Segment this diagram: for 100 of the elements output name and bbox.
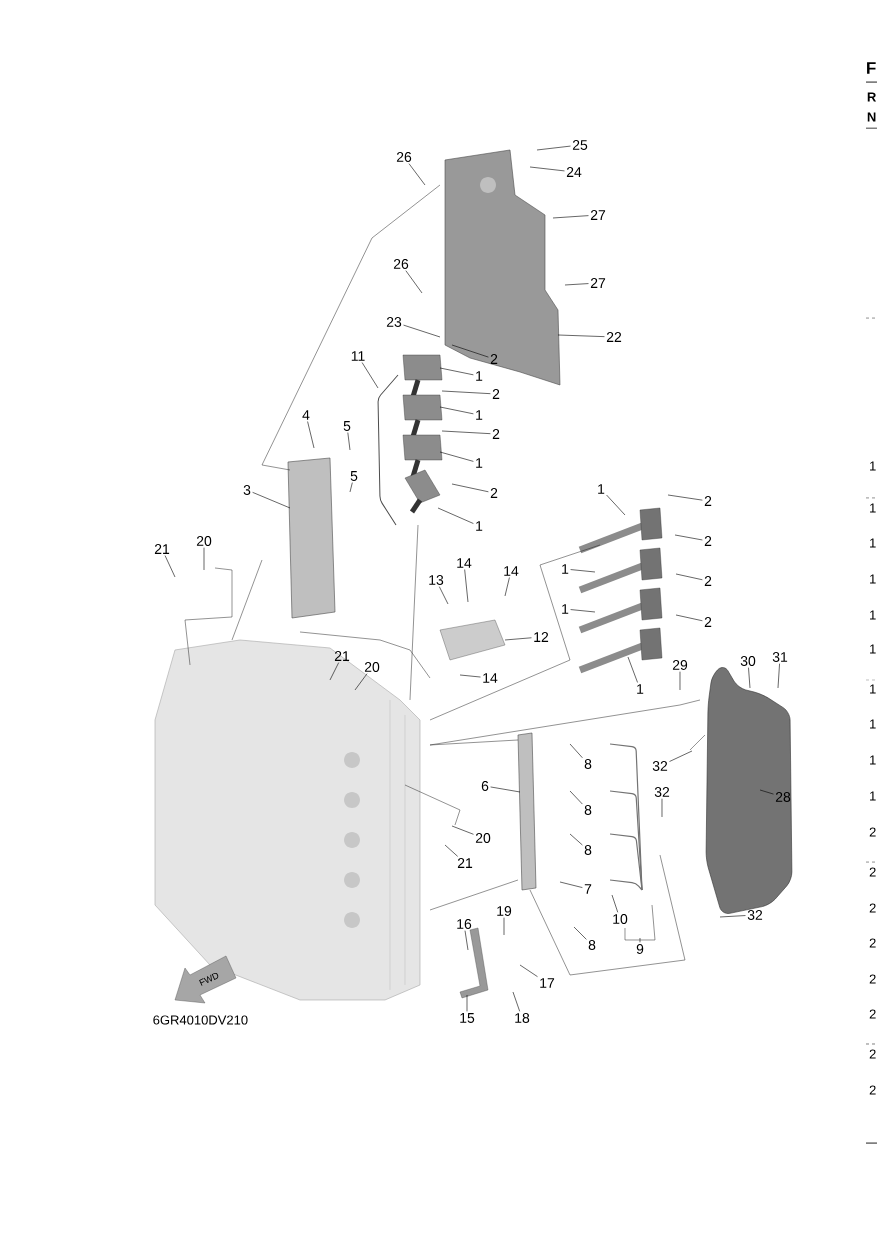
leader-line <box>408 163 426 186</box>
leader-line <box>441 430 491 434</box>
leader-line <box>403 324 441 338</box>
leader-line <box>569 790 583 805</box>
table-heading: R <box>867 92 877 102</box>
table-heading: F <box>867 62 876 74</box>
table-cell: 1 <box>870 610 876 620</box>
leader-line <box>439 586 449 605</box>
leader-line <box>405 270 423 294</box>
callout-number: 5 <box>343 421 351 431</box>
leader-line <box>748 667 751 689</box>
leader-line <box>759 789 774 795</box>
callout-number: 8 <box>584 805 592 815</box>
leader-line <box>349 482 353 493</box>
leader-line <box>627 656 638 683</box>
leader-line <box>441 390 491 394</box>
callout-number: 2 <box>704 496 712 506</box>
callout-number: 8 <box>584 759 592 769</box>
callout-number: 27 <box>590 278 606 288</box>
callout-number: 1 <box>637 684 644 694</box>
callout-number: 18 <box>515 1013 530 1023</box>
callout-number: 25 <box>572 140 588 150</box>
callout-number: 32 <box>747 910 763 920</box>
table-cell: 1 <box>870 503 876 513</box>
leader-line <box>466 994 468 1012</box>
callout-number: 1 <box>476 371 483 381</box>
leader-line <box>557 334 605 337</box>
callout-number: 10 <box>613 914 628 924</box>
leader-line <box>439 451 474 462</box>
leader-line <box>570 569 596 573</box>
callout-number: 2 <box>490 488 498 498</box>
callout-number: 12 <box>534 632 549 642</box>
leader-line <box>559 881 583 888</box>
callout-number: 14 <box>483 673 498 683</box>
leader-line <box>639 937 641 943</box>
callout-number: 24 <box>566 167 582 177</box>
leader-line <box>552 215 589 219</box>
leader-line <box>459 674 481 678</box>
leader-line <box>437 507 474 524</box>
leader-line <box>329 662 339 681</box>
table-cell: 2 <box>869 938 876 948</box>
callout-number: 3 <box>243 485 251 495</box>
callout-number: 4 <box>302 410 310 420</box>
leader-line <box>451 483 489 493</box>
table-cell: 1 <box>870 538 876 548</box>
table-cell: 1 <box>870 461 876 471</box>
callout-number: 2 <box>490 354 498 364</box>
callout-number: 21 <box>334 651 350 661</box>
table-cell: 1 <box>870 684 876 694</box>
leader-line <box>490 786 521 793</box>
callout-number: 23 <box>386 317 402 327</box>
table-cell: 2 <box>869 1009 876 1019</box>
leader-line <box>674 534 703 541</box>
callout-number: 14 <box>457 558 472 568</box>
leader-line <box>667 494 703 501</box>
callout-number: 1 <box>562 604 569 614</box>
callout-number: 11 <box>351 351 365 361</box>
table-cell: 2 <box>869 974 876 984</box>
callout-number: 2 <box>704 536 712 546</box>
leader-line <box>569 833 583 846</box>
callout-number: 7 <box>584 884 592 894</box>
callout-number: 2 <box>704 576 712 586</box>
table-cell: 1 <box>870 719 876 729</box>
leader-line <box>252 492 291 509</box>
callout-number: 21 <box>457 858 473 868</box>
leader-line <box>519 964 538 977</box>
leader-line <box>536 145 571 151</box>
leader-line <box>719 915 746 918</box>
table-cell: 1 <box>870 644 876 654</box>
table-heading: N <box>867 112 876 122</box>
leader-line <box>573 926 587 940</box>
callout-number: 5 <box>350 471 358 481</box>
leader-line <box>361 362 379 389</box>
callout-number: 31 <box>772 652 788 662</box>
callout-number: 27 <box>590 210 606 220</box>
callout-number: 1 <box>598 484 605 494</box>
leader-line <box>464 569 469 603</box>
callout-number: 16 <box>457 919 472 929</box>
callout-number: 19 <box>497 906 512 916</box>
callout-number: 1 <box>476 410 483 420</box>
callout-number: 13 <box>429 575 444 585</box>
table-cell: 1 <box>870 755 876 765</box>
direction-label: FWD <box>199 973 219 986</box>
callout-number: 28 <box>775 792 791 802</box>
callout-number: 21 <box>154 544 170 554</box>
callout-number: 20 <box>196 536 212 546</box>
callout-number: 1 <box>476 521 483 531</box>
callout-number: 32 <box>652 761 668 771</box>
leader-line <box>569 743 583 759</box>
callout-number: 20 <box>475 833 491 843</box>
table-cell: 1 <box>870 791 876 801</box>
leader-line <box>354 673 368 691</box>
leader-line <box>504 637 532 641</box>
callout-number: 26 <box>393 259 409 269</box>
callout-number: 1 <box>562 564 569 574</box>
callout-number: 8 <box>588 940 596 950</box>
table-cell: 2 <box>869 1085 876 1095</box>
drawing-number: 6GR4010DV210 <box>153 1015 248 1025</box>
callout-number: 6 <box>481 781 489 791</box>
leader-line <box>512 991 520 1012</box>
